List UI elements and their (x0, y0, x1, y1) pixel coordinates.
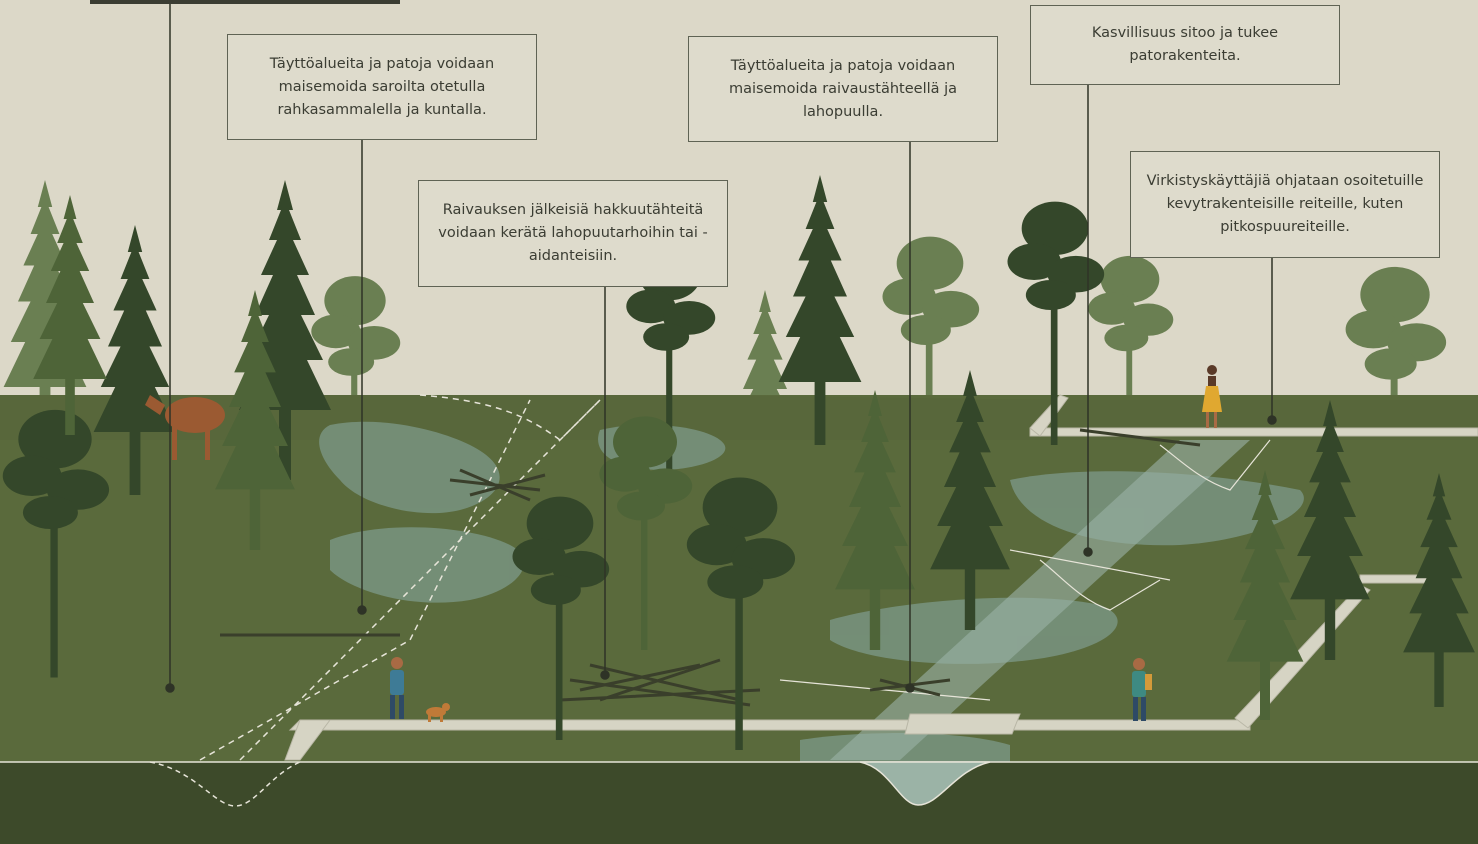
callout-text: Täyttöalueita ja patoja voidaan maisemoi… (728, 57, 958, 120)
moose (145, 395, 225, 460)
callout-recreation-boardwalks: Virkistyskäyttäjiä ohjataan osoitetuille… (1130, 151, 1440, 258)
ditch-channel (830, 440, 1250, 760)
ditch-profile-left (149, 761, 301, 807)
ditch-profile-center (859, 761, 991, 806)
deadwood-piles (220, 428, 1201, 707)
callout-text: Täyttöalueita ja patoja voidaan maisemoi… (269, 55, 495, 118)
callout-text: Raivauksen jälkeisiä hakkuutähteitä void… (438, 202, 708, 264)
woman-in-yellow-dress (1202, 365, 1222, 428)
top-edge-bar (90, 0, 400, 4)
leader-lines (165, 0, 1277, 693)
callout-clearing-residue-landscaping: Täyttöalueita ja patoja voidaan maisemoi… (688, 36, 998, 142)
callout-text: Kasvillisuus sitoo ja tukee patorakentei… (1091, 25, 1279, 64)
callout-vegetation-supports-dams: Kasvillisuus sitoo ja tukee patorakentei… (1030, 5, 1340, 85)
callout-logging-residue-collection: Raivauksen jälkeisiä hakkuutähteitä void… (418, 180, 728, 287)
callout-peat-moss-landscaping: Täyttöalueita ja patoja voidaan maisemoi… (227, 34, 537, 140)
ground-foreground (0, 762, 1478, 844)
fill-area-guides (199, 394, 601, 761)
hiker-with-backpack (1132, 658, 1152, 721)
callout-text: Virkistyskäyttäjiä ohjataan osoitetuille… (1146, 173, 1424, 235)
person-with-dog (390, 657, 450, 722)
dam-guides (779, 439, 1271, 701)
